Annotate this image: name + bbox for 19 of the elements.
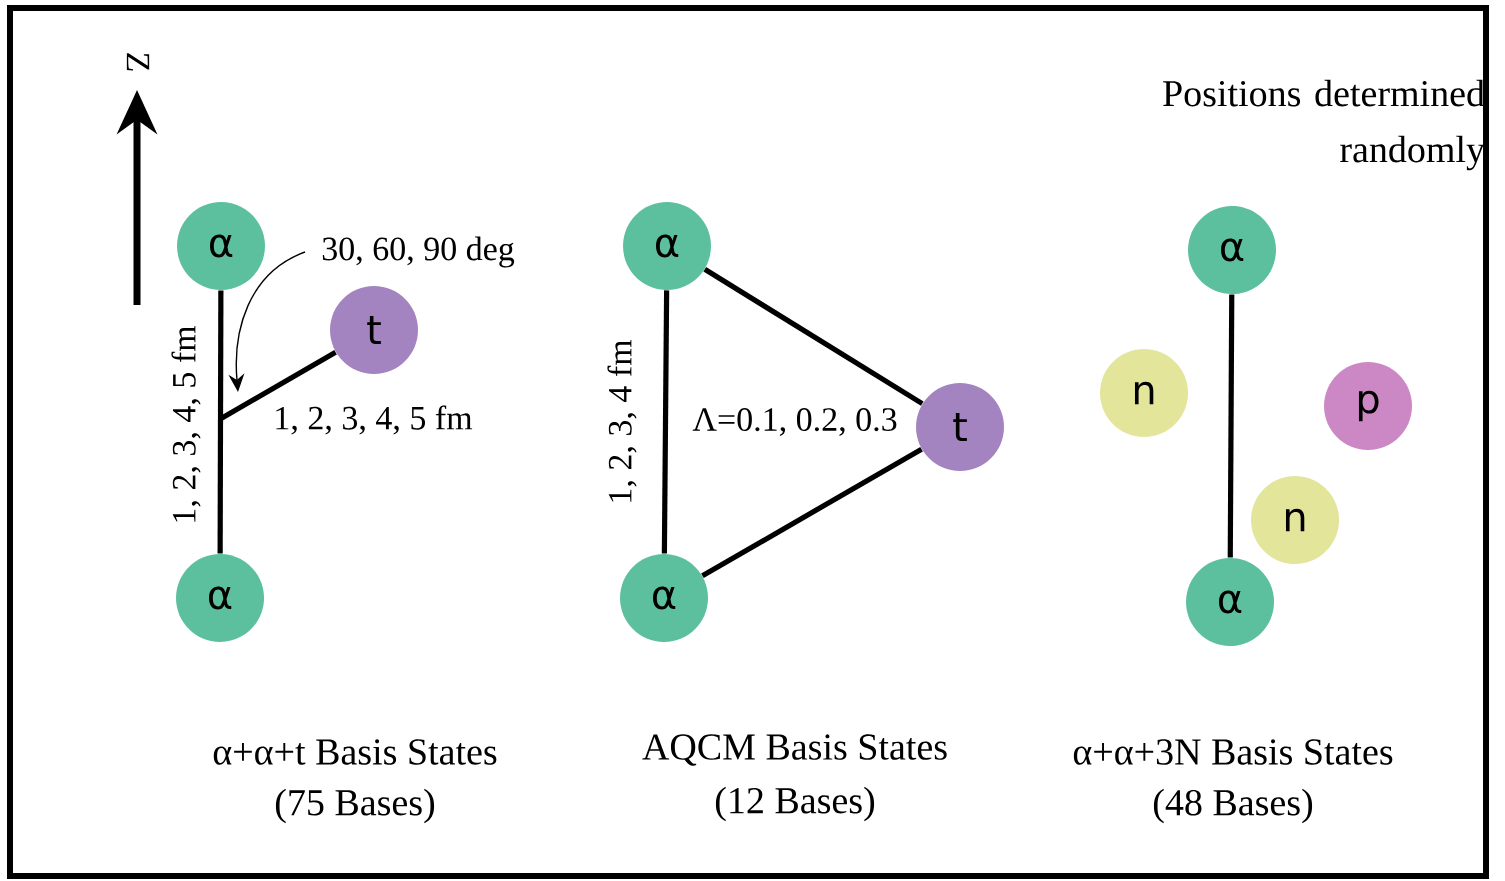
note-text: Positions determined randomly <box>1163 79 1485 171</box>
angle-label: 30, 60, 90 deg <box>322 236 515 268</box>
axis-label: Z <box>126 53 150 71</box>
connector-line <box>701 446 923 579</box>
caption-text: α+α+3N Basis States <box>1073 739 1393 765</box>
caption-text: AQCM Basis States <box>642 734 947 766</box>
edge-label: 1, 2, 3, 4 fm <box>605 337 639 507</box>
connector-line <box>661 290 670 554</box>
connector-line <box>1227 294 1235 558</box>
parameter-label: Λ=0.1, 0.2, 0.3 <box>692 408 897 436</box>
edge-label: 1, 2, 3, 4, 5 fm <box>271 403 475 437</box>
caption-text: α+α+t Basis States <box>213 739 497 765</box>
caption-text: (75 Bases) <box>275 788 435 824</box>
connector-line <box>703 267 924 406</box>
caption-text: (12 Bases) <box>715 786 875 822</box>
edge-label: 1, 2, 3, 4, 5 fm <box>169 323 203 527</box>
connector-line <box>217 290 224 554</box>
connector-line <box>220 350 337 421</box>
caption-text: (48 Bases) <box>1153 788 1313 824</box>
